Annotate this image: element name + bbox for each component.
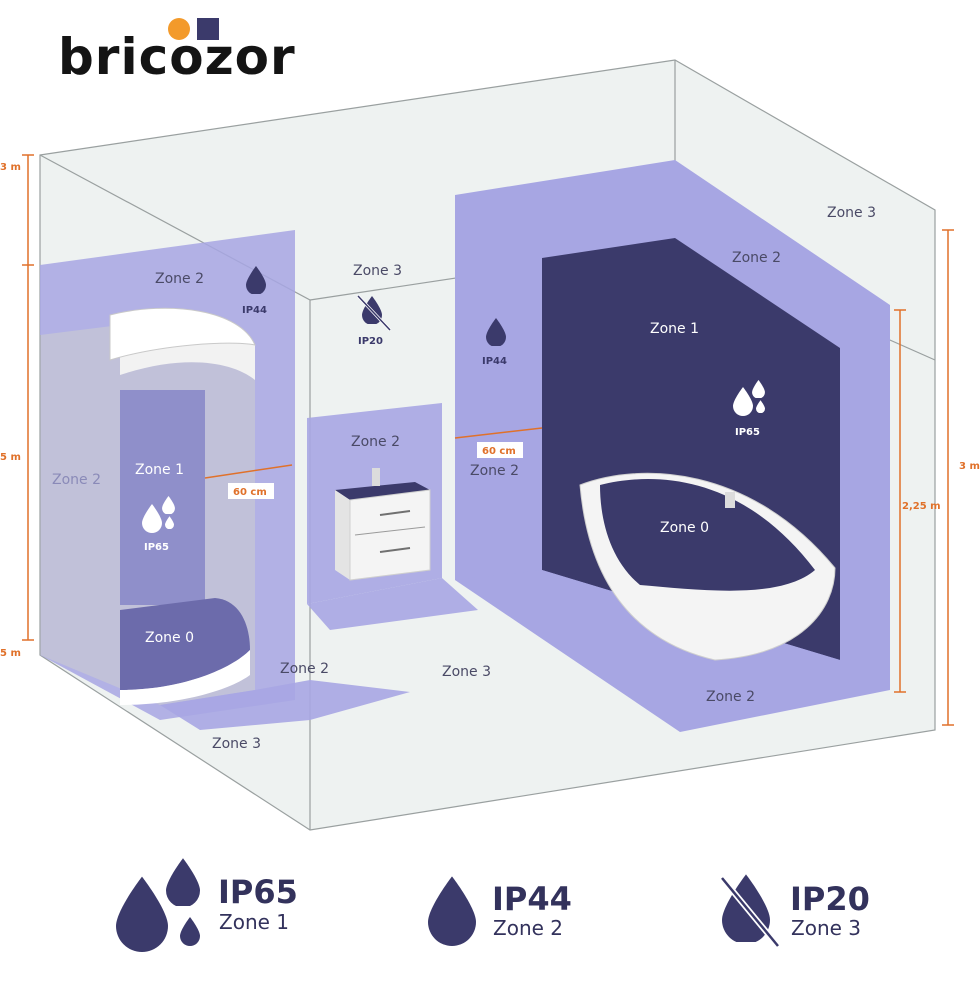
ip65-shower-label: IP65 [144,542,169,553]
height-mid-left-label: 5 m [0,452,21,463]
zone2-basin-label: Zone 2 [351,434,400,450]
legend-ip65-code: IP65 [218,873,298,911]
bathtub [579,472,836,661]
zone0-shower-label: Zone 0 [145,630,194,646]
height-bottom-left-label: 5 m [0,648,21,659]
dimension-lines [22,154,954,726]
distance-bath-label: 60 cm [482,446,516,457]
brand-square [197,18,219,40]
washbasin-cabinet [335,468,431,581]
ip20-room-label: IP20 [358,336,383,347]
zone2-bath-top-label: Zone 2 [732,250,781,266]
three-drops-icon [116,858,200,952]
drop-icon [428,876,476,946]
zone2-basin-floor [307,578,478,630]
zone3-floor-label: Zone 3 [442,664,491,680]
zone2-bath-side-label: Zone 2 [470,463,519,479]
distance-shower-label: 60 cm [233,487,267,498]
height-top-left-label: 3 m [0,162,21,173]
zone3-center-label: Zone 3 [353,263,402,279]
zone3-front-label: Zone 3 [212,736,261,752]
brand-logo: bricozor [58,28,296,86]
zone0-bath-label: Zone 0 [660,520,709,536]
legend-ip65-zone: Zone 1 [219,910,289,934]
height-right-3-label: 3 m [959,461,980,472]
zone1-bath-label: Zone 1 [650,321,699,337]
zone2-shower-floor [160,680,410,730]
zone2-left-label: Zone 2 [52,472,101,488]
zone2-shower-floor-label: Zone 2 [280,661,329,677]
crossed-drop-icon [719,874,781,948]
shower-cabin [39,307,256,705]
legend-ip20-zone: Zone 3 [791,916,861,940]
zone1-shower-label: Zone 1 [135,462,184,478]
zone3-right-label: Zone 3 [827,205,876,221]
height-right-225-label: 2,25 m [902,501,941,512]
zone2-bath-floor-label: Zone 2 [706,689,755,705]
ip44-shower-label: IP44 [242,305,267,316]
ip44-bath-label: IP44 [482,356,507,367]
zone2-bath-floor [455,570,890,732]
zone2-shower-wall-label: Zone 2 [155,271,204,287]
legend-ip44-code: IP44 [492,880,572,918]
brand-dot [168,18,190,40]
legend-ip20-code: IP20 [790,880,870,918]
ip20-room-icon [356,294,392,332]
legend-ip44-zone: Zone 2 [493,916,563,940]
ip65-bath-label: IP65 [735,427,760,438]
